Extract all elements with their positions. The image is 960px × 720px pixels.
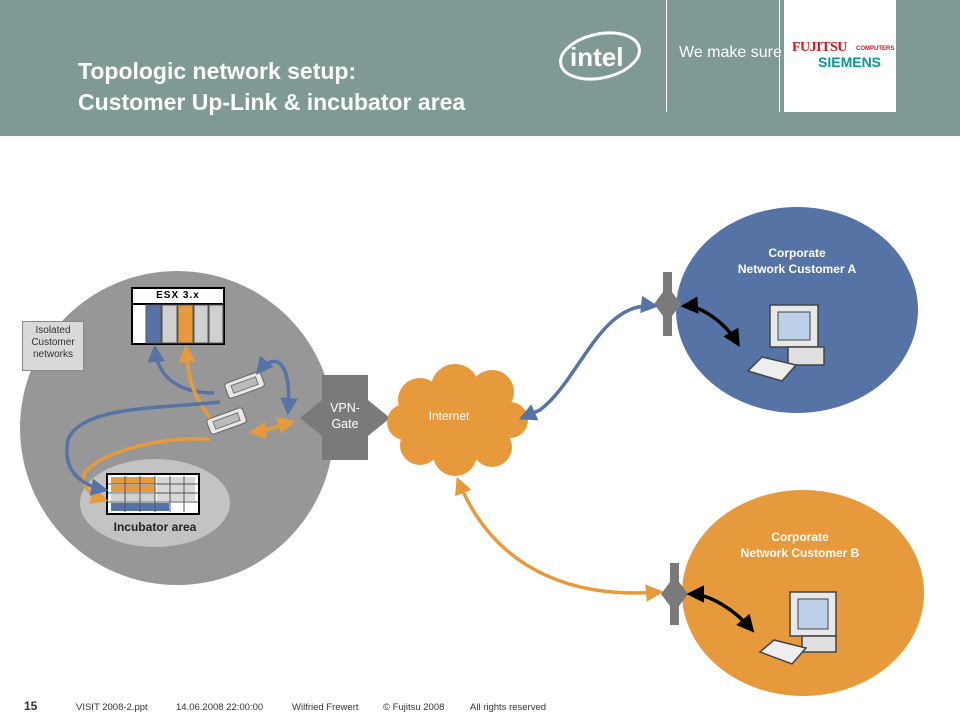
- isolated-networks-box: Isolated Customer networks: [22, 321, 84, 371]
- footer-file: VISIT 2008-2.ppt: [76, 702, 148, 713]
- esx-server: [131, 287, 225, 345]
- page-number: 15: [24, 699, 38, 713]
- incubator-area-label: Incubator area: [113, 520, 197, 534]
- corporate-b-line-2: Network Customer B: [740, 546, 860, 560]
- computer-b-icon: [758, 591, 837, 665]
- incubator-grid: [106, 473, 200, 515]
- isolated-label-line-2: Customer: [31, 337, 75, 348]
- firewall-a: [654, 272, 681, 336]
- footer-author: Wilfried Frewert: [292, 702, 359, 713]
- title-line-1: Topologic network setup:: [78, 58, 357, 84]
- title-line-2: Customer Up-Link & incubator area: [78, 89, 466, 115]
- fujitsu-siemens-logo: FUJITSU COMPUTERS SIEMENS: [784, 0, 896, 112]
- internet-label: Internet: [428, 409, 470, 423]
- firewall-b: [661, 563, 688, 625]
- vpn-label-line-1: VPN-: [330, 401, 360, 415]
- switch-upper: [224, 371, 265, 399]
- footer-rights: All rights reserved: [470, 702, 547, 713]
- switch-lower: [206, 407, 247, 435]
- esx-label: ESX 3.x: [156, 290, 200, 301]
- intel-logo: intel: [559, 31, 641, 81]
- isolated-label-line-3: networks: [32, 349, 73, 360]
- computers-text: COMPUTERS: [856, 46, 895, 52]
- isolated-label-line-1: Isolated: [35, 325, 71, 336]
- vpn-gate-label: VPN- Gate: [322, 400, 368, 432]
- vpn-gate: [300, 375, 390, 460]
- vpn-label-line-2: Gate: [331, 417, 359, 431]
- slogan-panel: We make sure: [666, 0, 782, 112]
- page-title: Topologic network setup: Customer Up-Lin…: [78, 56, 465, 118]
- corporate-a-line-2: Network Customer A: [737, 262, 857, 276]
- corporate-b-label: Corporate Network Customer B: [700, 529, 900, 561]
- intel-logo-text: intel: [570, 42, 623, 72]
- corporate-b-line-1: Corporate: [771, 530, 829, 544]
- fujitsu-text: FUJITSU: [792, 40, 847, 55]
- siemens-text: SIEMENS: [818, 54, 882, 70]
- corporate-a-label: Corporate Network Customer A: [697, 245, 897, 277]
- computer-a-icon: [746, 304, 825, 382]
- internet-cloud: [387, 364, 528, 476]
- slogan-text: We make sure: [679, 44, 782, 61]
- corporate-a-line-1: Corporate: [768, 246, 826, 260]
- footer-copyright: © Fujitsu 2008: [383, 702, 445, 713]
- footer-date: 14.06.2008 22:00:00: [176, 702, 264, 713]
